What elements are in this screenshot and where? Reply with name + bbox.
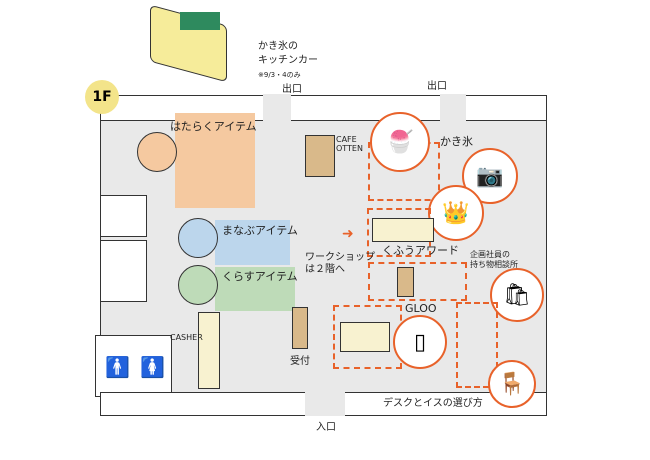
cafe-label-2: OTTEN (336, 144, 363, 153)
kitchen-car-note: ※9/3・4のみ (258, 71, 301, 79)
chair-icon: 🪑 (488, 360, 536, 408)
cafe-label: CAFE OTTEN (336, 135, 363, 153)
exit-label-2: 出口 (427, 81, 447, 92)
cafe-counter (305, 135, 335, 177)
award-table (372, 218, 434, 242)
exit-gap-2 (440, 94, 466, 121)
kurasu-character-icon (178, 265, 218, 305)
reception-label: 受付 (290, 356, 310, 367)
arrow-icon: ➜ (342, 226, 354, 242)
manabu-character-icon (178, 218, 218, 258)
restroom-women-icon: 🚺 (140, 355, 165, 379)
hataraku-character-icon (137, 132, 177, 172)
kufuu-award-label: くふうアワード (382, 244, 459, 257)
consult-label-2: 持ち物相談所 (470, 260, 518, 269)
workshop-label-1: ワークショップ (305, 252, 375, 263)
zone-kurasu-label: くらすアイテム (222, 270, 298, 283)
gloo-product-icon: ▯ (393, 315, 447, 369)
consult-table-area (368, 262, 467, 301)
crown-icon: 👑 (428, 185, 484, 241)
restroom-men-icon: 🚹 (105, 355, 130, 379)
zone-hataraku (175, 113, 255, 208)
entrance-gap (305, 390, 345, 416)
workshop-label: ワークショップ は２階へ (305, 252, 375, 276)
consult-table (397, 267, 414, 297)
kitchen-car-label: かき氷の キッチンカー ※9/3・4のみ (258, 40, 318, 82)
cafe-label-1: CAFE (336, 135, 357, 144)
gloo-label: GLOO (405, 302, 437, 315)
reception-desk (292, 307, 308, 349)
wall-left-block-1 (100, 195, 147, 237)
zone-manabu-label: まなぶアイテム (222, 224, 298, 237)
exit-gap-1 (263, 94, 291, 121)
desk-chair-label: デスクとイスの選び方 (383, 398, 483, 409)
consult-label-1: 企画社員の (470, 250, 510, 259)
wall-top (100, 95, 547, 120)
entrance-label: 入口 (316, 422, 336, 433)
consult-label: 企画社員の 持ち物相談所 (470, 250, 518, 270)
kitchen-car-title-2: キッチンカー (258, 55, 318, 66)
kitchen-car-title-1: かき氷の (258, 41, 298, 52)
casher-label: CASHER (170, 333, 203, 342)
shopping-bag-icon: 🛍 (490, 268, 544, 322)
workshop-label-2: は２階へ (305, 264, 345, 275)
wall-left-block-2 (100, 240, 147, 302)
floor-badge: 1F (85, 80, 119, 114)
zone-manabu (215, 220, 290, 265)
shaved-ice-icon: 🍧 (370, 112, 430, 172)
casher-counter (198, 312, 220, 389)
kakigori-label: かき氷 (440, 135, 473, 148)
exit-label-1: 出口 (282, 84, 302, 95)
kitchen-car-awning (180, 12, 220, 30)
desk-chair-area (456, 302, 498, 388)
zone-hataraku-label: はたらくアイテム (170, 120, 257, 133)
zone-kurasu (215, 267, 295, 311)
gloo-table (340, 322, 390, 352)
